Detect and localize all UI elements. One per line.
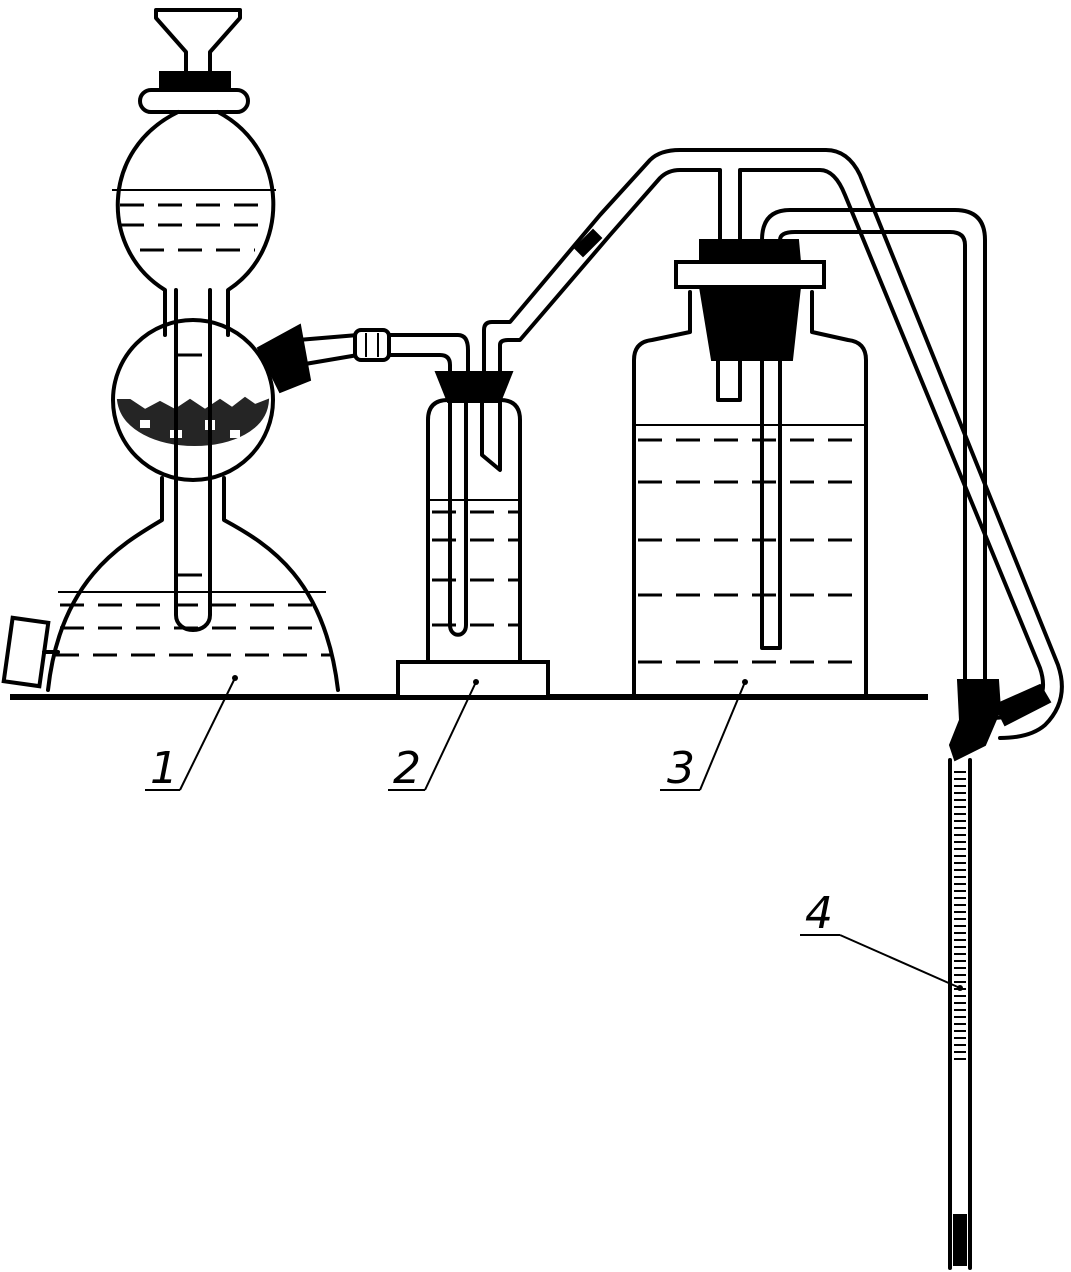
kipp-apparatus [1, 8, 470, 692]
graduated-tube [948, 679, 1052, 1270]
leader-1: 1 [145, 675, 238, 794]
label-4: 4 [805, 888, 833, 939]
wash-tube-apparatus [396, 148, 1064, 740]
leader-3: 3 [660, 679, 748, 794]
leader-4: 4 [800, 888, 963, 991]
bottle-apparatus [632, 208, 987, 699]
leader-2: 2 [388, 679, 479, 794]
label-2: 2 [393, 743, 421, 794]
label-1: 1 [150, 743, 178, 794]
label-3: 3 [667, 743, 695, 794]
kipp-middle-sphere [111, 318, 275, 482]
